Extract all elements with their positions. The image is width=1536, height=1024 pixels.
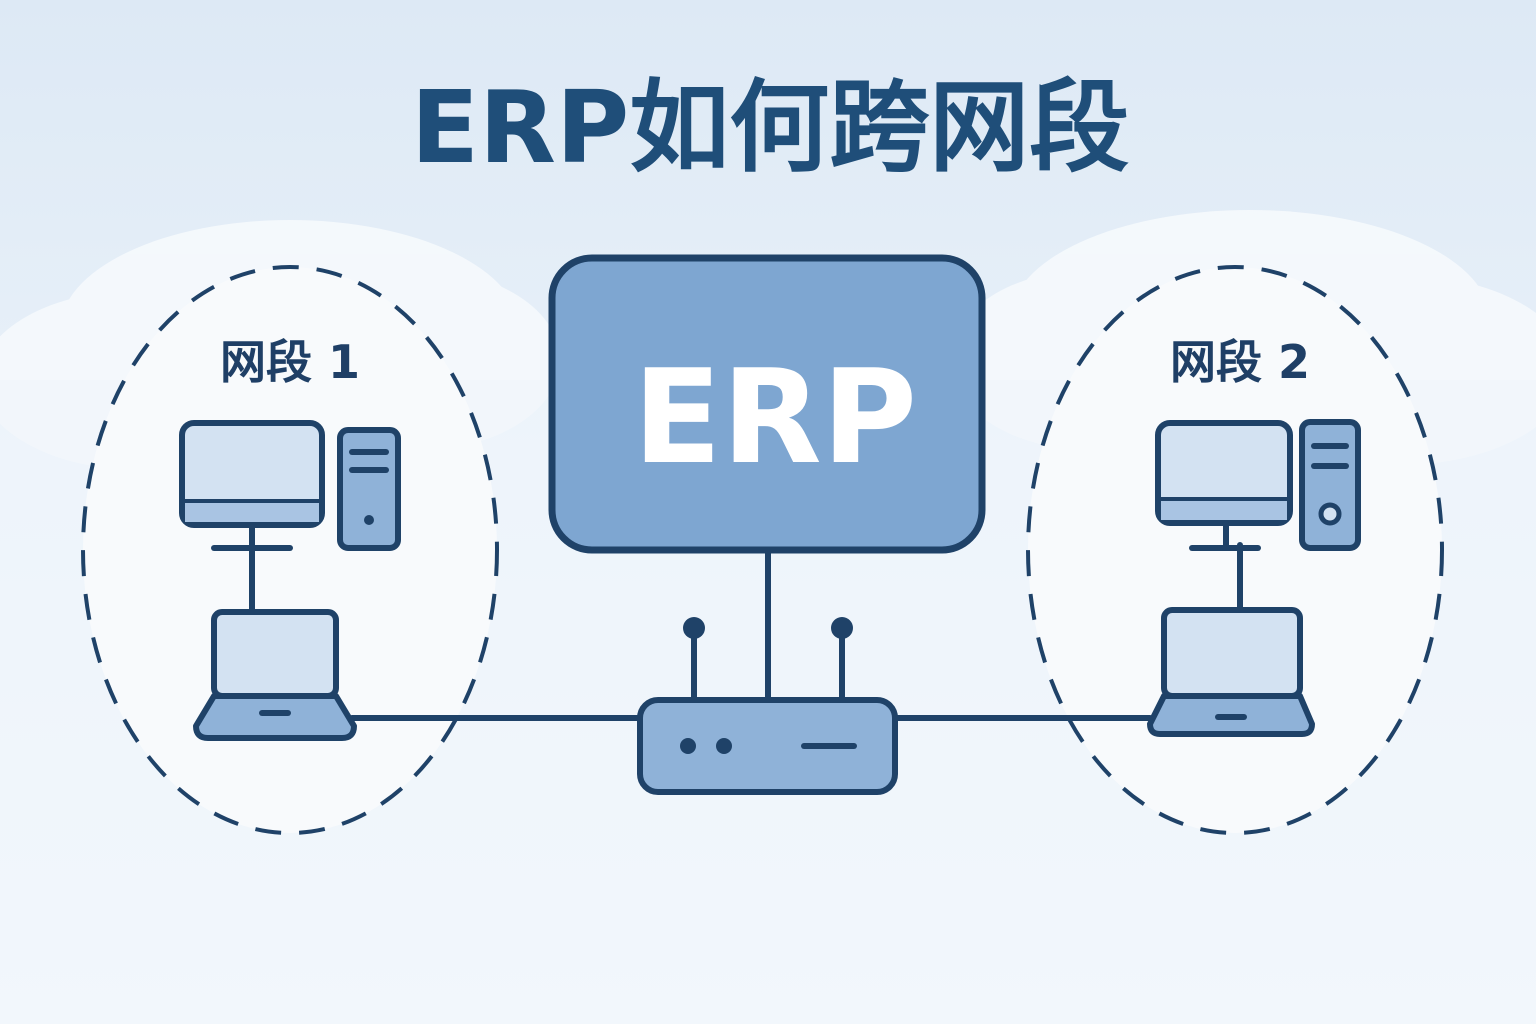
segment-1-label: 网段 1: [220, 335, 360, 389]
laptop-icon: [193, 609, 357, 741]
desktop-monitor-icon: [1155, 420, 1293, 551]
page-title: ERP如何跨网段: [411, 69, 1130, 186]
laptop-icon: [1147, 607, 1315, 737]
desktop-monitor-icon: [179, 420, 325, 551]
router-icon: [637, 617, 898, 795]
desktop-tower-icon: [1299, 419, 1361, 551]
desktop-tower-icon: [337, 427, 401, 551]
segment-2-label: 网段 2: [1170, 335, 1310, 389]
erp-server: ERP: [548, 254, 986, 554]
network-links: [249, 542, 1243, 721]
erp-server-label: ERP: [633, 341, 917, 493]
